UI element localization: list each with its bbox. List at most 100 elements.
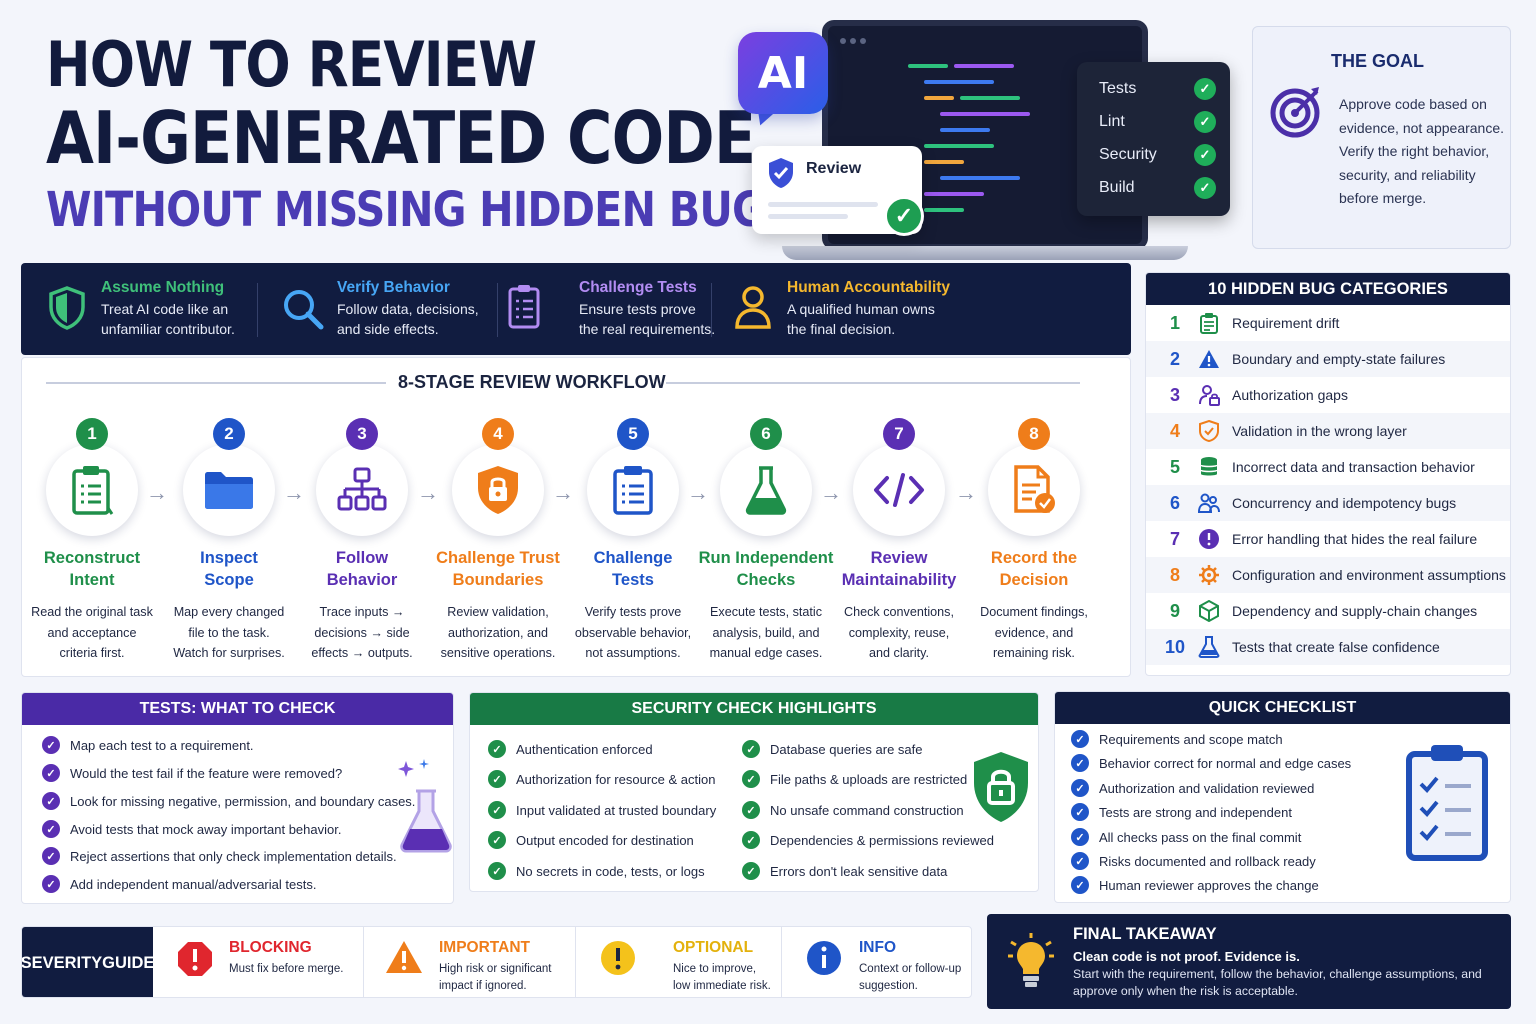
check-icon: ✓	[742, 862, 760, 880]
stage-number: 5	[617, 418, 649, 450]
principle-title: Challenge Tests	[579, 279, 697, 296]
principle-line: unfamiliar contributor.	[101, 320, 235, 337]
approved-check-icon: ✓	[884, 196, 924, 236]
list-item-text: Would the test fail if the feature were …	[70, 765, 343, 781]
stage-desc-line: Map every changed	[173, 605, 285, 619]
lightbulb-icon	[1008, 933, 1054, 987]
bug-categories-title: 10 HIDDEN BUG CATEGORIES	[1146, 273, 1510, 305]
check-icon: ✓	[1194, 143, 1216, 166]
arrow-right-icon: →	[687, 480, 709, 505]
list-item-text: Add independent manual/adversarial tests…	[70, 876, 317, 892]
list-item-text: Authorization and validation reviewed	[1099, 780, 1315, 796]
stage-description: Trace inputs → decisions → side effects → …	[282, 602, 442, 664]
bug-label: Boundary and empty-state failures	[1232, 351, 1446, 367]
shield-check-icon	[1199, 420, 1219, 442]
stage-desc-line: not assumptions.	[585, 646, 681, 660]
bug-label: Requirement drift	[1232, 315, 1340, 331]
exclamation-icon	[601, 941, 635, 975]
list-item: ✓Authorization for resource & action	[488, 770, 715, 788]
stage-desc-line: Trace inputs →	[319, 605, 405, 619]
bug-label: Configuration and environment assumption…	[1232, 567, 1506, 583]
stage-desc-line: effects → outputs.	[311, 646, 413, 660]
check-icon: ✓	[1071, 730, 1089, 748]
divider	[666, 382, 1080, 384]
list-item: ✓Look for missing negative, permission, …	[42, 792, 415, 810]
security-panel-title: SECURITY CHECK HIGHLIGHTS	[470, 693, 1038, 725]
list-item-text: No unsafe command construction	[770, 802, 964, 818]
stage-desc-line: Read the original task	[31, 605, 153, 619]
stage-icon-circle	[587, 444, 679, 536]
stage-title-line: Record the	[990, 549, 1078, 567]
bug-number: 8	[1169, 564, 1180, 585]
checklist-icon	[1406, 745, 1488, 861]
check-icon: ✓	[488, 801, 506, 819]
principle-human-accountability: Human Accountability A qualified human o…	[711, 263, 1011, 355]
laptop-base	[782, 246, 1188, 260]
stage-desc-line: file to the task.	[188, 625, 270, 640]
principle-line: the final decision.	[787, 320, 896, 337]
stage-icon-circle	[46, 444, 138, 536]
stage-desc-line: observable behavior,	[574, 625, 692, 640]
principle-line: Follow data, decisions,	[337, 301, 479, 317]
severity-optional: OPTIONAL Nice to improve,low immediate r…	[575, 927, 781, 997]
list-item: ✓Tests are strong and independent	[1071, 803, 1292, 821]
list-item-text: All checks pass on the final commit	[1099, 829, 1302, 845]
page-title-line-1: HOW TO REVIEW	[46, 28, 537, 101]
check-icon: ✓	[1194, 110, 1216, 133]
users-icon	[1198, 493, 1220, 513]
final-takeaway: FINAL TAKEAWAY Clean code is not proof. …	[987, 914, 1511, 1009]
list-item-text: Avoid tests that mock away important beh…	[70, 821, 342, 837]
workflow-title: 8-STAGE REVIEW WORKFLOW	[398, 372, 666, 392]
flask-icon	[398, 759, 452, 853]
stage-icon-circle	[316, 444, 408, 536]
stage-title-line: Challenge Trust	[436, 549, 560, 567]
bug-label: Authorization gaps	[1232, 387, 1348, 403]
divider	[257, 283, 258, 337]
security-panel: SECURITY CHECK HIGHLIGHTS ✓ Authenticatio…	[469, 692, 1039, 892]
bug-number: 4	[1169, 420, 1180, 441]
flask-icon	[1198, 636, 1220, 658]
ci-check-row: Lint✓	[1099, 105, 1230, 138]
principle-line: and side effects.	[337, 320, 439, 337]
severity-title-line: GUIDE	[102, 954, 155, 972]
list-item: ✓ Authentication enforced	[488, 740, 653, 758]
severity-desc-line: suggestion.	[859, 980, 918, 992]
check-icon: ✓	[488, 740, 506, 758]
bug-category-row: 5 Incorrect data and transaction behavio…	[1146, 449, 1510, 485]
code-icon	[874, 473, 924, 507]
stage-title-line: Scope	[204, 570, 254, 589]
severity-desc-line: low immediate risk.	[673, 980, 771, 992]
severity-desc-line: impact if ignored.	[439, 980, 527, 992]
severity-title-line: SEVERITY	[21, 954, 103, 972]
bug-number: 10	[1164, 636, 1186, 657]
arrow-right-icon: →	[146, 480, 168, 505]
stage-desc-line: remaining risk.	[993, 646, 1075, 660]
stage-title-line: Behavior	[326, 570, 398, 589]
severity-title: OPTIONAL	[673, 939, 754, 956]
stage-desc-line: analysis, build, and	[712, 625, 820, 640]
divider	[46, 382, 386, 384]
stage-desc-line: decisions → side	[314, 625, 410, 640]
stage-number: 6	[750, 418, 782, 450]
list-item-text: Dependencies & permissions reviewed	[770, 832, 995, 848]
stage-title-line: Reconstruct	[43, 549, 141, 567]
principle-line: Treat AI code like an	[101, 301, 229, 317]
review-placeholder-line	[768, 202, 878, 207]
stage-title-line: Intent	[69, 570, 115, 589]
list-item: ✓Authorization and validation reviewed	[1071, 779, 1314, 797]
stage-description: Check conventions,complexity, reuse,and …	[819, 602, 979, 664]
check-icon: ✓	[1071, 754, 1089, 772]
list-item-text: Authentication enforced	[516, 741, 653, 757]
bug-label: Dependency and supply-chain changes	[1232, 603, 1478, 619]
ai-badge-icon: AI	[738, 32, 828, 114]
check-icon: ✓	[488, 770, 506, 788]
arrow-right-icon: →	[283, 480, 305, 505]
principle-text: Follow data, decisions, and side effects.	[337, 300, 479, 339]
check-icon: ✓	[1071, 852, 1089, 870]
